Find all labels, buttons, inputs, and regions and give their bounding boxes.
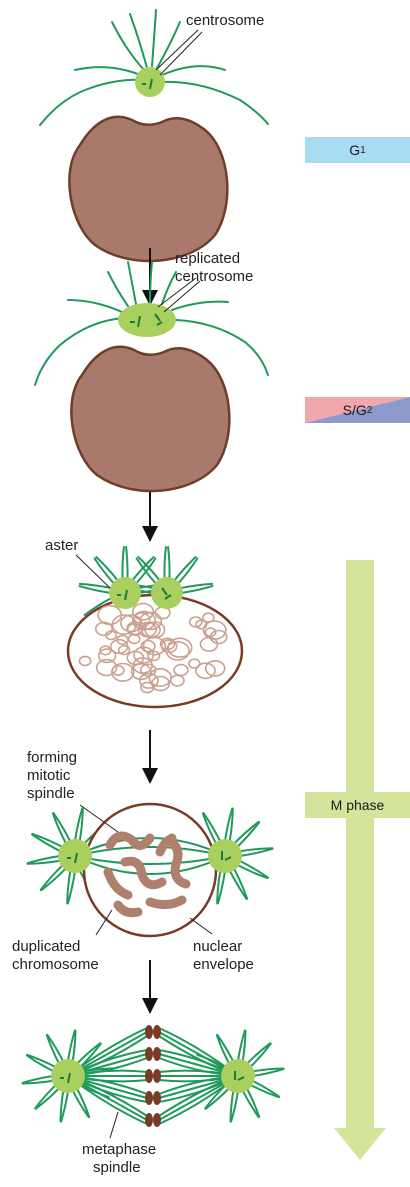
m-phase-arrow [334, 560, 386, 1160]
label-spindle: spindle [27, 785, 75, 802]
label-mitotic: mitotic [27, 767, 70, 784]
nucleus [69, 117, 227, 261]
centrosome-leader [156, 30, 198, 70]
centrosome-c [58, 839, 92, 873]
microtubule [237, 822, 259, 847]
label-aster: aster [45, 537, 78, 554]
microtubule [164, 547, 165, 579]
s-g2-subscript: 2 [367, 405, 373, 416]
microtubule [250, 1044, 271, 1068]
label-duplicated: duplicated [12, 938, 80, 955]
g1-subscript: 1 [360, 145, 366, 156]
label-envelope: envelope [193, 956, 254, 973]
centrosome-f [221, 1059, 255, 1093]
replicated-centrosome [118, 303, 176, 337]
cell-s-g2 [35, 262, 268, 491]
microtubule [95, 559, 115, 585]
label-forming: forming [27, 749, 77, 766]
label-centrosome: centrosome [186, 12, 264, 29]
centrosome-d [208, 839, 242, 873]
microtubule [41, 868, 66, 890]
cell-g1 [40, 10, 268, 261]
s-g2-label: S/G [343, 402, 367, 418]
label-metaphase: metaphase [82, 1141, 156, 1158]
centrosome-a [109, 577, 141, 609]
nuclear-envelope [84, 804, 216, 936]
microtubule [247, 1043, 270, 1064]
microtubule [168, 547, 169, 579]
microtubule [126, 547, 127, 579]
label-nuclear: nuclear [193, 938, 242, 955]
microtubule [36, 1088, 60, 1109]
label-replicated: replicated [175, 250, 240, 267]
label-metaphase-spindle: spindle [93, 1159, 141, 1176]
microtubule [178, 559, 198, 585]
cell-forming-spindle [28, 804, 273, 936]
microtubule [35, 1085, 56, 1109]
envelope-leader [190, 918, 212, 934]
centrosome-g1 [135, 67, 165, 97]
microtubule [174, 557, 196, 581]
cell-aster [68, 547, 242, 707]
centrosome-b [151, 577, 183, 609]
g1-label: G [349, 142, 360, 158]
microtubule [122, 547, 123, 579]
centrosome-e [51, 1059, 85, 1093]
label-replicated-centrosome: centrosome [175, 268, 253, 285]
microtubule [41, 865, 63, 890]
kinetochore-pairs [145, 1025, 161, 1127]
metaphase-leader [110, 1112, 118, 1138]
m-phase-label: M phase [305, 792, 410, 818]
microtubule [234, 822, 259, 844]
cell-metaphase [23, 1025, 284, 1138]
label-chromosome: chromosome [12, 956, 99, 973]
